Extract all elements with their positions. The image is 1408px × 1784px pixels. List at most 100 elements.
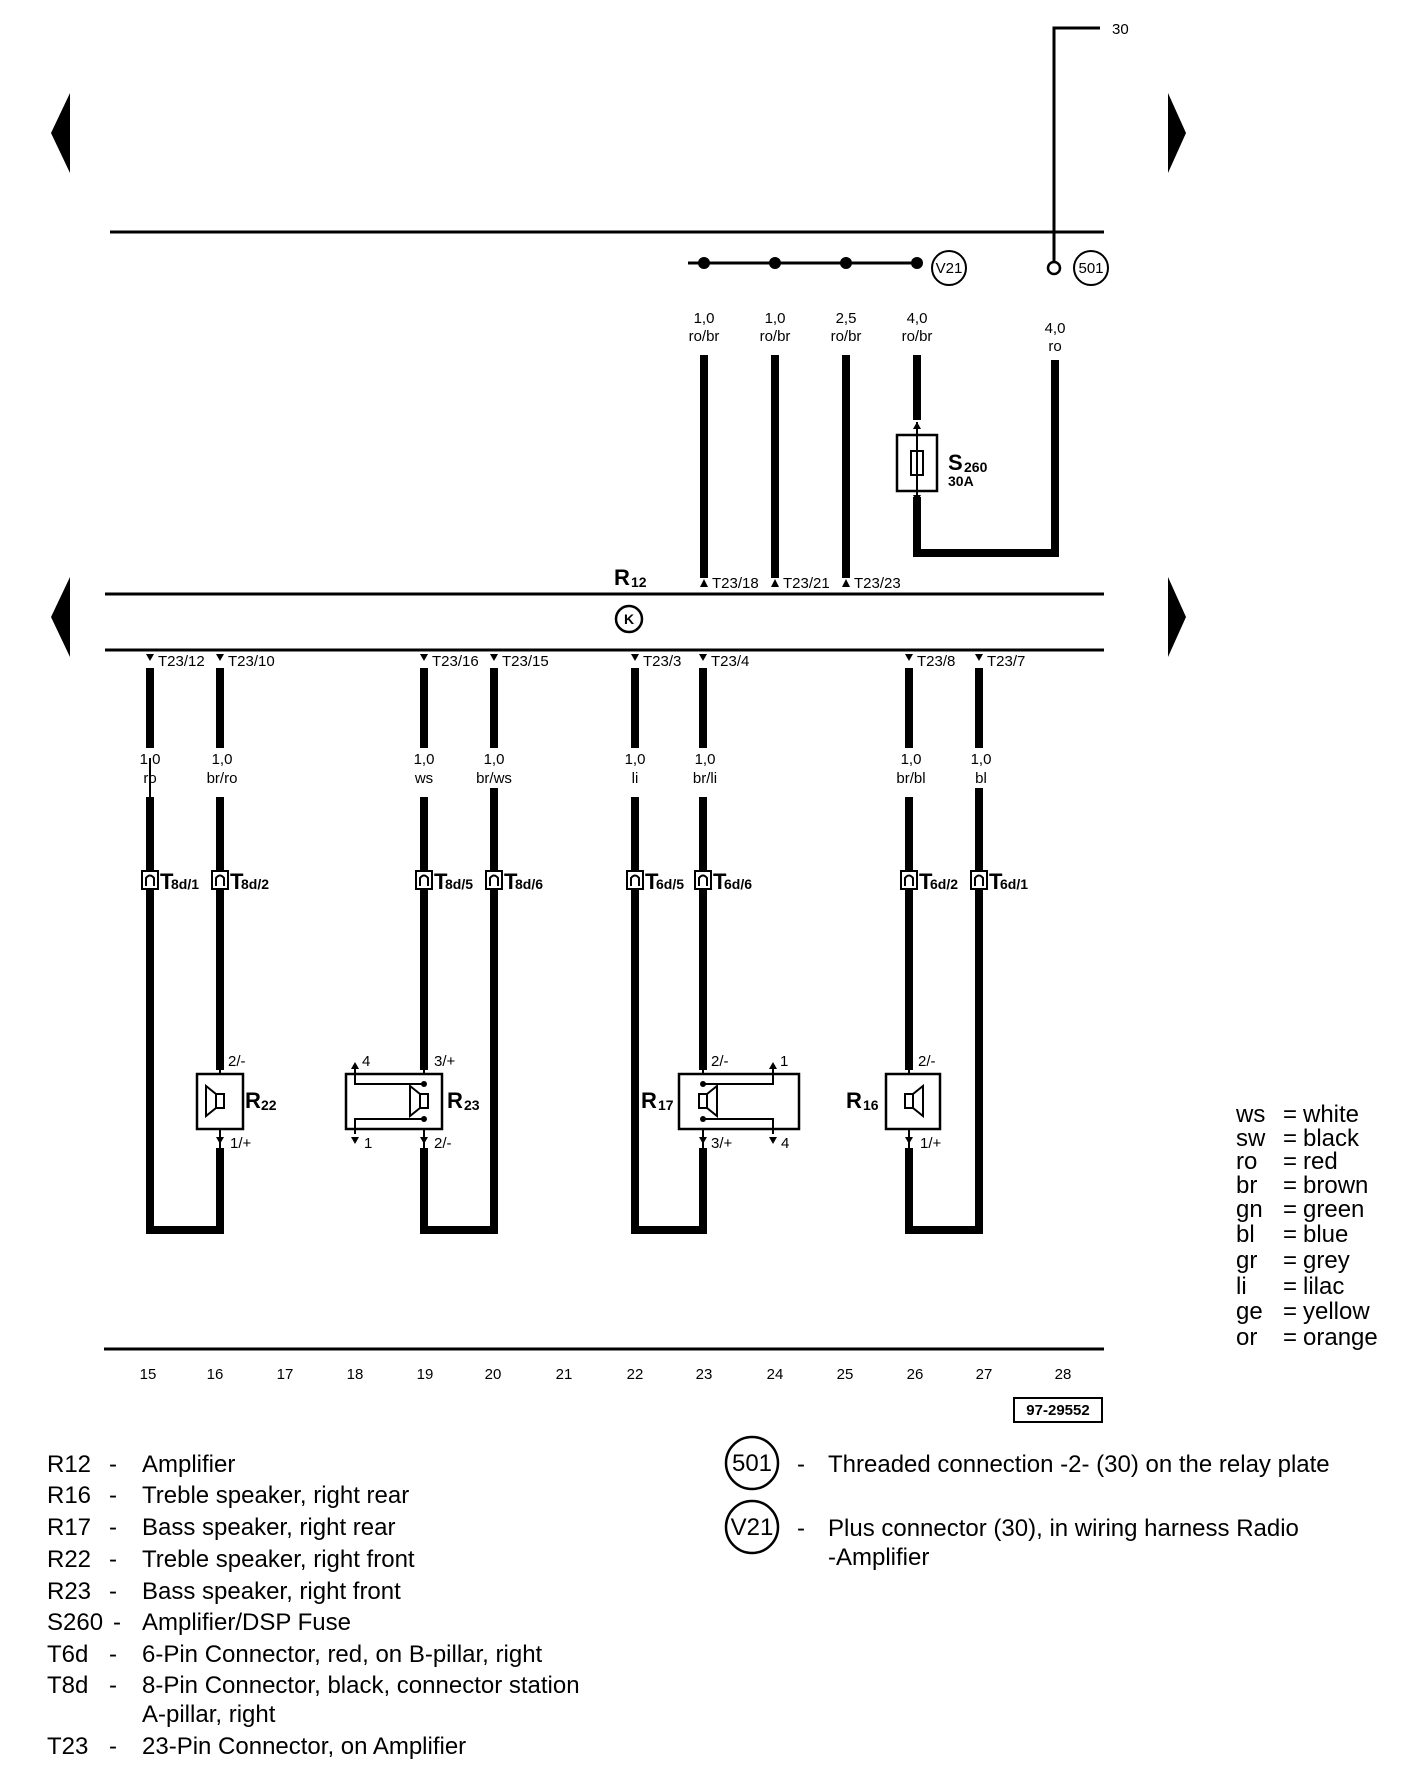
color-name: blue xyxy=(1303,1221,1348,1248)
legend-code: V21 xyxy=(731,1514,774,1541)
component-legend: R12 - Amplifier R16 - Treble speaker, ri… xyxy=(47,1451,580,1760)
speaker-pin-label: 4 xyxy=(781,1135,789,1152)
connector-name: T xyxy=(645,869,659,894)
legend-dash: - xyxy=(109,1672,117,1699)
legend-desc: -Amplifier xyxy=(828,1544,929,1571)
speaker-pin-label: 1/+ xyxy=(920,1135,942,1152)
connector-name: T xyxy=(434,869,448,894)
v21-connector-label: V21 xyxy=(936,260,963,277)
legend-dash: - xyxy=(109,1514,117,1541)
fuse-s260-sub: 260 xyxy=(964,459,988,475)
speaker-r22: 2/- 1/+ R 22 xyxy=(195,1053,277,1152)
speaker-r23: 4 3/+ 1 2/- R 23 xyxy=(344,1053,480,1152)
track-number: 23 xyxy=(696,1366,713,1383)
wire-color: bl xyxy=(975,770,987,787)
legend-desc: 8-Pin Connector, black, connector statio… xyxy=(142,1672,580,1699)
amplifier-r12-sub: 12 xyxy=(631,574,647,590)
supply-wires xyxy=(700,355,1059,578)
legend-desc: Treble speaker, right rear xyxy=(142,1482,409,1509)
wire-color: br/ws xyxy=(476,770,512,787)
speaker-pin-label: 1 xyxy=(364,1135,372,1152)
track-number: 18 xyxy=(347,1366,364,1383)
prev-page-arrow-lower-icon[interactable] xyxy=(51,577,70,657)
pin-label: T23/21 xyxy=(783,575,830,592)
connector-pin: 8d/1 xyxy=(171,876,199,892)
speaker-r17-name: R xyxy=(641,1088,657,1113)
wire-color: br/li xyxy=(693,770,717,787)
v21-bus: V21 xyxy=(688,250,967,286)
track-number: 26 xyxy=(907,1366,924,1383)
connector-v21-legend-icon xyxy=(724,1499,780,1555)
speaker-r22-sub: 22 xyxy=(261,1097,277,1113)
supply-wire-size: 4,0 xyxy=(1045,320,1066,337)
speaker-pin-label: 2/- xyxy=(918,1053,936,1070)
legend-desc: Plus connector (30), in wiring harness R… xyxy=(828,1515,1299,1542)
current-track-numbers: 15 16 17 18 19 20 21 22 23 24 25 26 27 2… xyxy=(140,1366,1072,1383)
speaker-r17: 2/- 1 3/+ 4 R 17 xyxy=(641,1053,801,1152)
color-name: lilac xyxy=(1303,1273,1344,1300)
color-equals: = xyxy=(1283,1247,1297,1274)
prev-page-arrow-icon[interactable] xyxy=(51,93,70,173)
track-number: 24 xyxy=(767,1366,784,1383)
legend-dash: - xyxy=(109,1641,117,1668)
supply-wire-size: 4,0 xyxy=(907,310,928,327)
legend-code: R12 xyxy=(47,1451,91,1478)
legend-desc: 6-Pin Connector, red, on B-pillar, right xyxy=(142,1641,543,1668)
connection-501-legend-icon xyxy=(724,1435,780,1491)
track-number: 15 xyxy=(140,1366,157,1383)
legend-dash: - xyxy=(109,1482,117,1509)
speaker-pin-label: 3/+ xyxy=(711,1135,733,1152)
supply-wire-labels: 1,0 ro/br 1,0 ro/br 2,5 ro/br 4,0 ro/br … xyxy=(689,310,1066,355)
supply-wire-color: ro xyxy=(1048,338,1061,355)
fuse-s260-name: S xyxy=(948,450,963,475)
legend-desc: A-pillar, right xyxy=(142,1701,276,1728)
supply-wire-color: ro/br xyxy=(760,328,791,345)
color-equals: = xyxy=(1283,1273,1297,1300)
color-name: black xyxy=(1303,1125,1360,1152)
speaker-pin-label: 3/+ xyxy=(434,1053,456,1070)
pin-label: T23/4 xyxy=(711,653,749,670)
color-code: ge xyxy=(1236,1298,1263,1325)
terminal-30-line: 30 xyxy=(1052,21,1129,263)
wire-size: 1,0 xyxy=(212,751,233,768)
pin-label: T23/18 xyxy=(712,575,759,592)
color-name: green xyxy=(1303,1196,1364,1223)
pin-label: T23/15 xyxy=(502,653,549,670)
legend-desc: Bass speaker, right rear xyxy=(142,1514,395,1541)
color-equals: = xyxy=(1283,1324,1297,1351)
color-code: li xyxy=(1236,1273,1247,1300)
wire-color: ws xyxy=(414,770,433,787)
color-name: grey xyxy=(1303,1247,1350,1274)
legend-desc: Treble speaker, right front xyxy=(142,1546,415,1573)
amplifier-r12: R 12 K xyxy=(105,565,1104,652)
pin-label: T23/3 xyxy=(643,653,681,670)
terminal-30-label: 30 xyxy=(1112,21,1129,38)
wire-color: br/bl xyxy=(896,770,925,787)
fuse-s260: S 260 30A xyxy=(895,422,988,502)
legend-code: R23 xyxy=(47,1578,91,1605)
connection-501: 501 xyxy=(1046,250,1109,286)
speaker-r22-name: R xyxy=(245,1088,261,1113)
pin-label: T23/12 xyxy=(158,653,205,670)
next-page-arrow-icon[interactable] xyxy=(1168,93,1186,173)
wire-size: 1,0 xyxy=(971,751,992,768)
connection-501-symbol xyxy=(1073,250,1109,286)
legend-dash: - xyxy=(109,1578,117,1605)
speaker-pin-label: 1 xyxy=(780,1053,788,1070)
amplifier-r12-name: R xyxy=(614,565,630,590)
speaker-r16-name: R xyxy=(846,1088,862,1113)
color-equals: = xyxy=(1283,1172,1297,1199)
legend-code: S260 xyxy=(47,1609,103,1636)
legend-code: T6d xyxy=(47,1641,88,1668)
speaker-r23-name: R xyxy=(447,1088,463,1113)
track-number: 21 xyxy=(556,1366,573,1383)
legend-dash: - xyxy=(109,1546,117,1573)
track-number: 22 xyxy=(627,1366,644,1383)
pin-label: T23/8 xyxy=(917,653,955,670)
figure-id-box: 97-29552 xyxy=(1013,1397,1103,1423)
color-name: orange xyxy=(1303,1324,1378,1351)
next-page-arrow-lower-icon[interactable] xyxy=(1168,577,1186,657)
color-equals: = xyxy=(1283,1196,1297,1223)
connector-pin: 6d/1 xyxy=(1000,876,1028,892)
